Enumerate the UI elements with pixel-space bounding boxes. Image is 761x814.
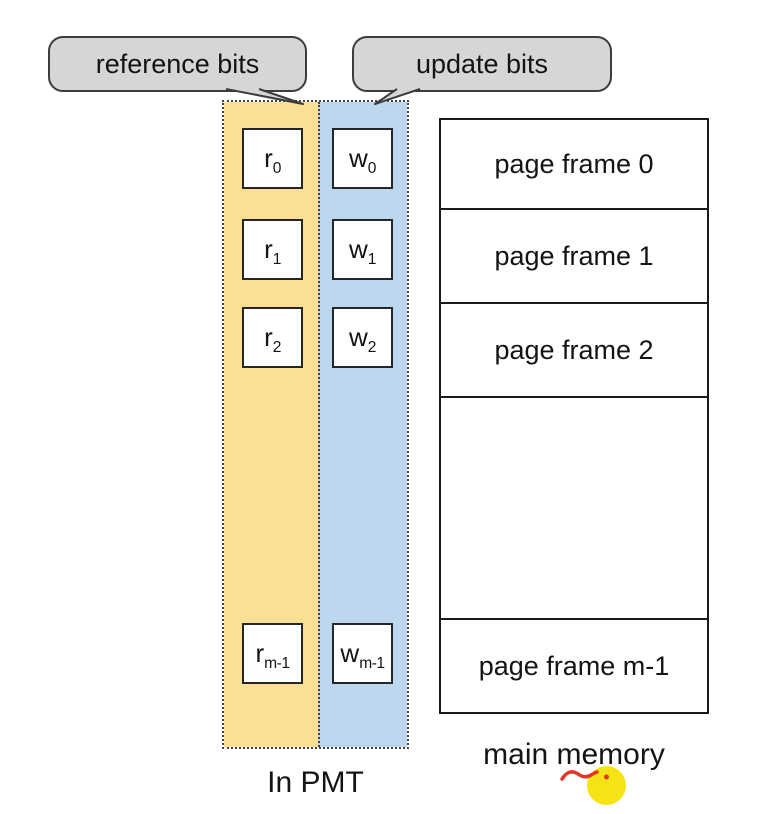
page-frame-label: page frame m-1 [478, 650, 670, 681]
main-memory-caption: main memory [483, 738, 665, 771]
page-frame-row-2: page frame 2 [441, 302, 707, 396]
bit-base: w [349, 234, 368, 264]
page-frame-row-0: page frame 0 [441, 120, 707, 208]
update-bits-label: update bits [415, 48, 549, 79]
update-bits-callout: update bits [352, 36, 612, 92]
page-frame-label: page frame 2 [494, 334, 654, 365]
pmt-caption: In PMT [267, 766, 364, 799]
bit-base: w [349, 143, 368, 173]
bit-base: r [264, 322, 273, 352]
bit-subscript: 0 [272, 160, 282, 177]
page-frame-label: page frame 1 [494, 240, 654, 271]
bit-base: r [264, 234, 273, 264]
bit-base: w [349, 322, 368, 352]
reference-bits-callout: reference bits [48, 36, 307, 92]
page-frame-label: page frame 0 [494, 148, 654, 179]
bit-base: w [340, 638, 360, 668]
main-memory-table: page frame 0 page frame 1 page frame 2 p… [439, 118, 709, 714]
bit-subscript: 2 [272, 339, 282, 356]
bit-subscript: 1 [272, 251, 282, 268]
bit-base: r [264, 143, 273, 173]
bit-subscript: m-1 [264, 655, 290, 672]
page-frame-row-m-1: page frame m-1 [441, 618, 707, 712]
bit-subscript: 1 [367, 251, 377, 268]
reference-bits-label: reference bits [95, 48, 260, 79]
empty-frames-row [441, 396, 707, 618]
bit-subscript: 2 [367, 339, 377, 356]
bit-subscript: m-1 [359, 655, 385, 672]
page-frame-row-1: page frame 1 [441, 208, 707, 302]
bit-base: r [255, 638, 265, 668]
bit-subscript: 0 [367, 160, 377, 177]
